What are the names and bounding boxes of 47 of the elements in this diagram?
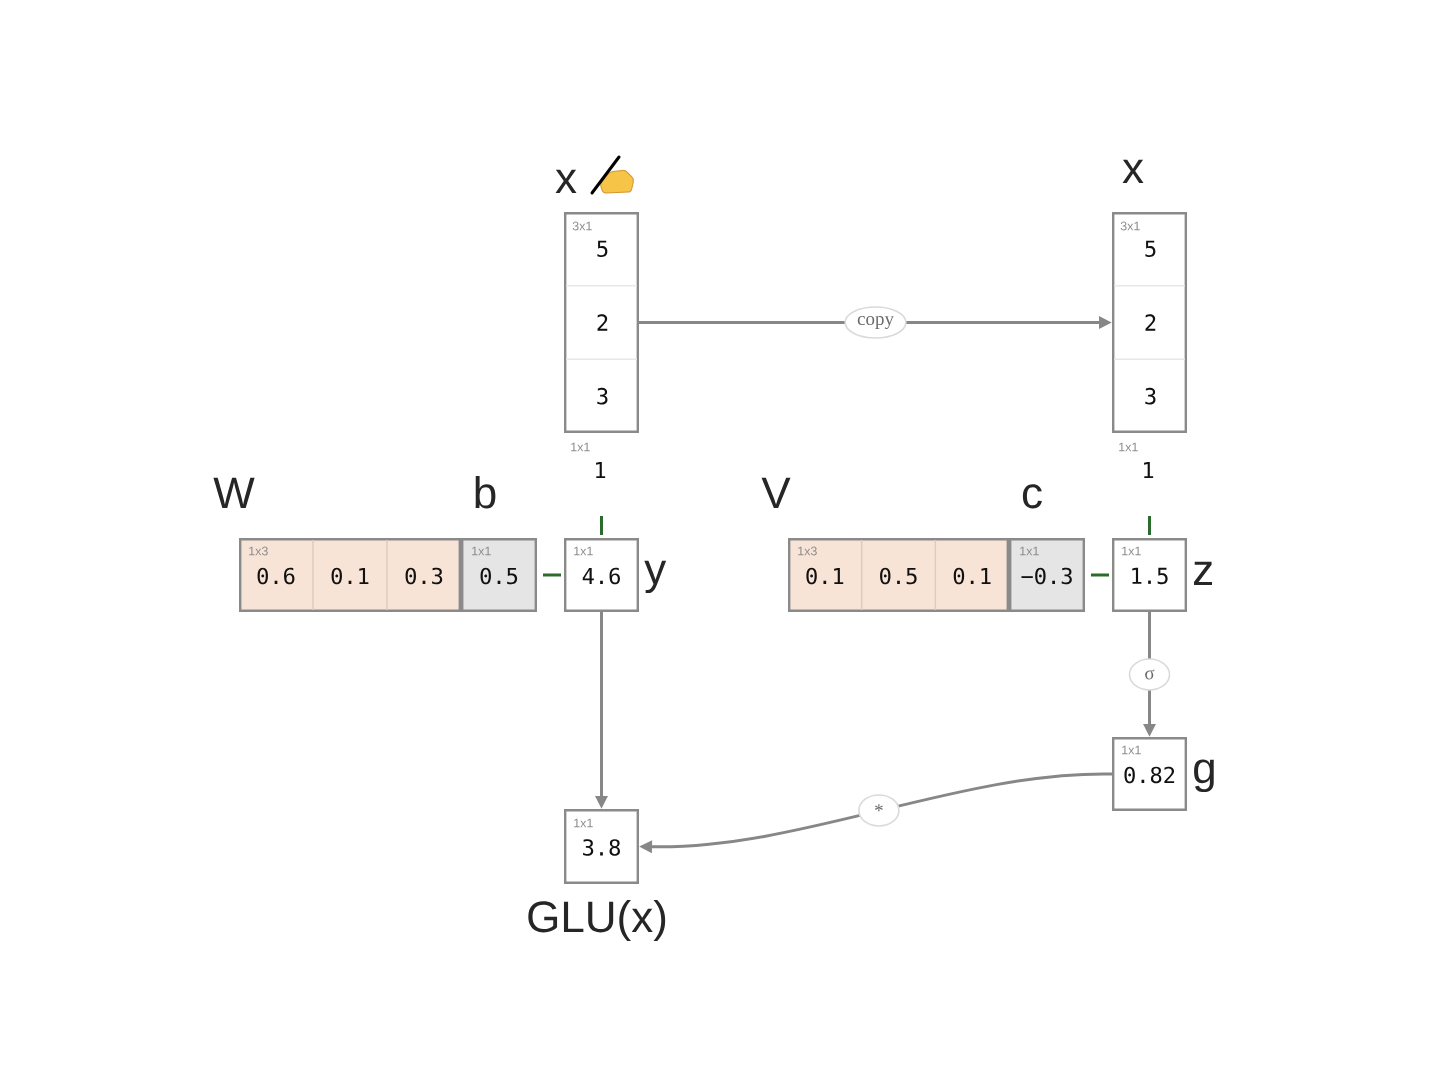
number: 3.8 (583, 839, 620, 856)
shape-label: 1x1 (1122, 546, 1141, 556)
variable-name: x (555, 169, 577, 193)
number: 0.1 (953, 567, 991, 585)
shape-label: 1x3 (798, 546, 817, 556)
shape-label: 1x3 (249, 546, 268, 556)
edge-label: * (858, 794, 900, 827)
shape-label: 3x1 (572, 221, 592, 231)
variable-name: V (761, 477, 791, 508)
shape-label: 1x1 (1119, 442, 1138, 452)
number: 3 (597, 387, 608, 405)
number: 2 (1145, 314, 1156, 331)
shape-label: 1x1 (1020, 546, 1039, 556)
variable-name: GLU(x) (528, 900, 666, 942)
connector-line (543, 573, 561, 577)
number: 5 (1145, 240, 1156, 257)
number: 0.5 (880, 567, 917, 585)
shape-label: 1x1 (571, 442, 590, 452)
number: 5 (597, 240, 608, 257)
number: 1 (1144, 461, 1154, 478)
shape-label: 1x1 (1122, 745, 1141, 755)
variable-name: x (1122, 159, 1144, 183)
number: 3 (1145, 387, 1156, 405)
shape-label: 1x1 (574, 546, 593, 556)
number: 0.6 (257, 567, 295, 585)
number: 4.6 (582, 567, 620, 585)
number: −0.3 (1021, 567, 1072, 585)
edge-label: σ (1128, 658, 1171, 691)
shape-label: 1x1 (472, 546, 491, 556)
number: 0.5 (480, 567, 518, 585)
edge-label: copy (844, 306, 907, 339)
connector-line (1091, 573, 1109, 577)
shape-label: 1x1 (574, 818, 593, 828)
number: 0.3 (405, 567, 443, 585)
variable-name: g (1194, 759, 1214, 793)
variable-name: y (644, 560, 667, 594)
number: 0.1 (806, 567, 844, 585)
number: 1 (596, 461, 606, 478)
variable-name: z (1194, 561, 1212, 585)
number: 0.82 (1124, 766, 1175, 784)
variable-name: b (475, 476, 496, 509)
number: 0.1 (331, 567, 369, 585)
number: 2 (597, 314, 608, 331)
shape-label: 3x1 (1120, 221, 1140, 231)
variable-name: c (1022, 484, 1042, 509)
variable-name: W (213, 477, 255, 508)
number: 1.5 (1132, 567, 1168, 585)
